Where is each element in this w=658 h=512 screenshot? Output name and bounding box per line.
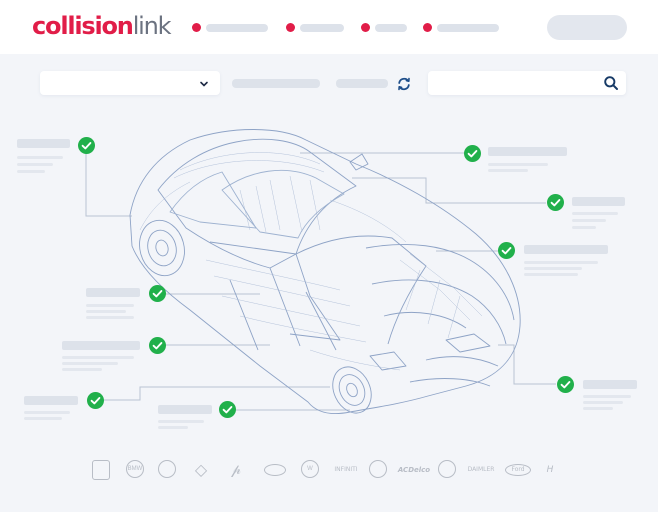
callout-text-placeholder	[24, 417, 62, 420]
callout-text-placeholder	[524, 267, 582, 270]
callout-text-placeholder	[488, 169, 528, 172]
brand-logo-infiniti: INFINITI	[334, 466, 358, 473]
callout-text-placeholder	[572, 219, 606, 222]
nav-label-placeholder	[375, 24, 407, 32]
callout-title-placeholder	[158, 405, 212, 414]
brand-logo-volkswagen: W	[301, 460, 319, 478]
check-circle-icon[interactable]	[219, 401, 236, 418]
callout-title-placeholder	[583, 380, 637, 389]
callout-text-placeholder	[17, 170, 45, 173]
callout-text-placeholder	[572, 226, 596, 229]
nav-label-placeholder	[300, 24, 344, 32]
brand-logo-mopar	[158, 460, 176, 478]
nav-item-3[interactable]	[361, 20, 407, 34]
check-circle-icon[interactable]	[557, 376, 574, 393]
brand-logo-badge	[92, 460, 110, 480]
brand-logo-volvo	[438, 460, 456, 478]
check-circle-icon[interactable]	[149, 285, 166, 302]
callout-text-placeholder	[583, 401, 623, 404]
callout-title-placeholder	[524, 245, 608, 254]
nav-label-placeholder	[206, 24, 268, 32]
car-wireframe-illustration	[129, 129, 521, 414]
callout-text-placeholder	[17, 156, 63, 159]
brand-logo-porsche: 𝓅	[231, 462, 241, 478]
brand-logo-acdelco: ACDelco	[397, 466, 431, 474]
callout-title-placeholder	[24, 396, 78, 405]
nav-dot	[423, 23, 432, 32]
refresh-icon[interactable]	[396, 76, 412, 92]
callout-text-placeholder	[488, 163, 548, 166]
nav-item-2[interactable]	[286, 20, 344, 34]
callout-title-placeholder	[17, 139, 70, 148]
brand-logo-nissan	[369, 460, 387, 478]
vehicle-select-dropdown[interactable]	[40, 71, 220, 95]
callout-text-placeholder	[62, 368, 102, 371]
callout-title-placeholder	[488, 147, 567, 156]
nav-item-1[interactable]	[192, 20, 268, 34]
header-action-button[interactable]	[547, 15, 627, 40]
check-circle-icon[interactable]	[547, 194, 564, 211]
callout-text-placeholder	[86, 304, 134, 307]
callout-text-placeholder	[583, 407, 613, 410]
toolbar-label-placeholder	[336, 79, 388, 88]
brand-logo-daimler: DAIMLER	[467, 466, 495, 473]
callout-text-placeholder	[86, 316, 134, 319]
app-header: collisionlink	[0, 0, 658, 54]
nav-label-placeholder	[437, 24, 499, 32]
callout-title-placeholder	[62, 341, 140, 350]
callout-text-placeholder	[62, 356, 134, 359]
nav-dot	[286, 23, 295, 32]
callout-text-placeholder	[86, 310, 126, 313]
brand-logo-bmw: BMW	[126, 460, 144, 478]
check-circle-icon[interactable]	[87, 392, 104, 409]
check-circle-icon[interactable]	[498, 242, 515, 259]
chevron-down-icon	[200, 81, 208, 87]
callout-text-placeholder	[24, 411, 70, 414]
check-circle-icon[interactable]	[78, 137, 95, 154]
callout-text-placeholder	[158, 420, 204, 423]
callout-title-placeholder	[572, 197, 625, 206]
brand-logo-hyundai: H	[546, 465, 554, 475]
check-circle-icon[interactable]	[464, 145, 481, 162]
search-icon[interactable]	[603, 75, 619, 91]
callout-text-placeholder	[524, 261, 598, 264]
callout-text-placeholder	[572, 212, 618, 215]
nav-item-4[interactable]	[423, 20, 499, 34]
brand-logo-renault: ◇	[194, 460, 208, 479]
brand-logo-land-rover	[262, 460, 288, 480]
nav-dot	[361, 23, 370, 32]
callout-title-placeholder	[86, 288, 140, 297]
check-circle-icon[interactable]	[149, 337, 166, 354]
search-input[interactable]	[428, 71, 626, 95]
callout-text-placeholder	[17, 163, 53, 166]
callout-text-placeholder	[158, 426, 188, 429]
brand-logo-ford: Ford	[504, 460, 532, 480]
callout-text-placeholder	[583, 395, 631, 398]
callout-text-placeholder	[62, 362, 118, 365]
nav-dot	[192, 23, 201, 32]
collisionlink-logo[interactable]: collisionlink	[32, 12, 172, 40]
callout-text-placeholder	[524, 273, 578, 276]
toolbar-label-placeholder	[232, 79, 320, 88]
